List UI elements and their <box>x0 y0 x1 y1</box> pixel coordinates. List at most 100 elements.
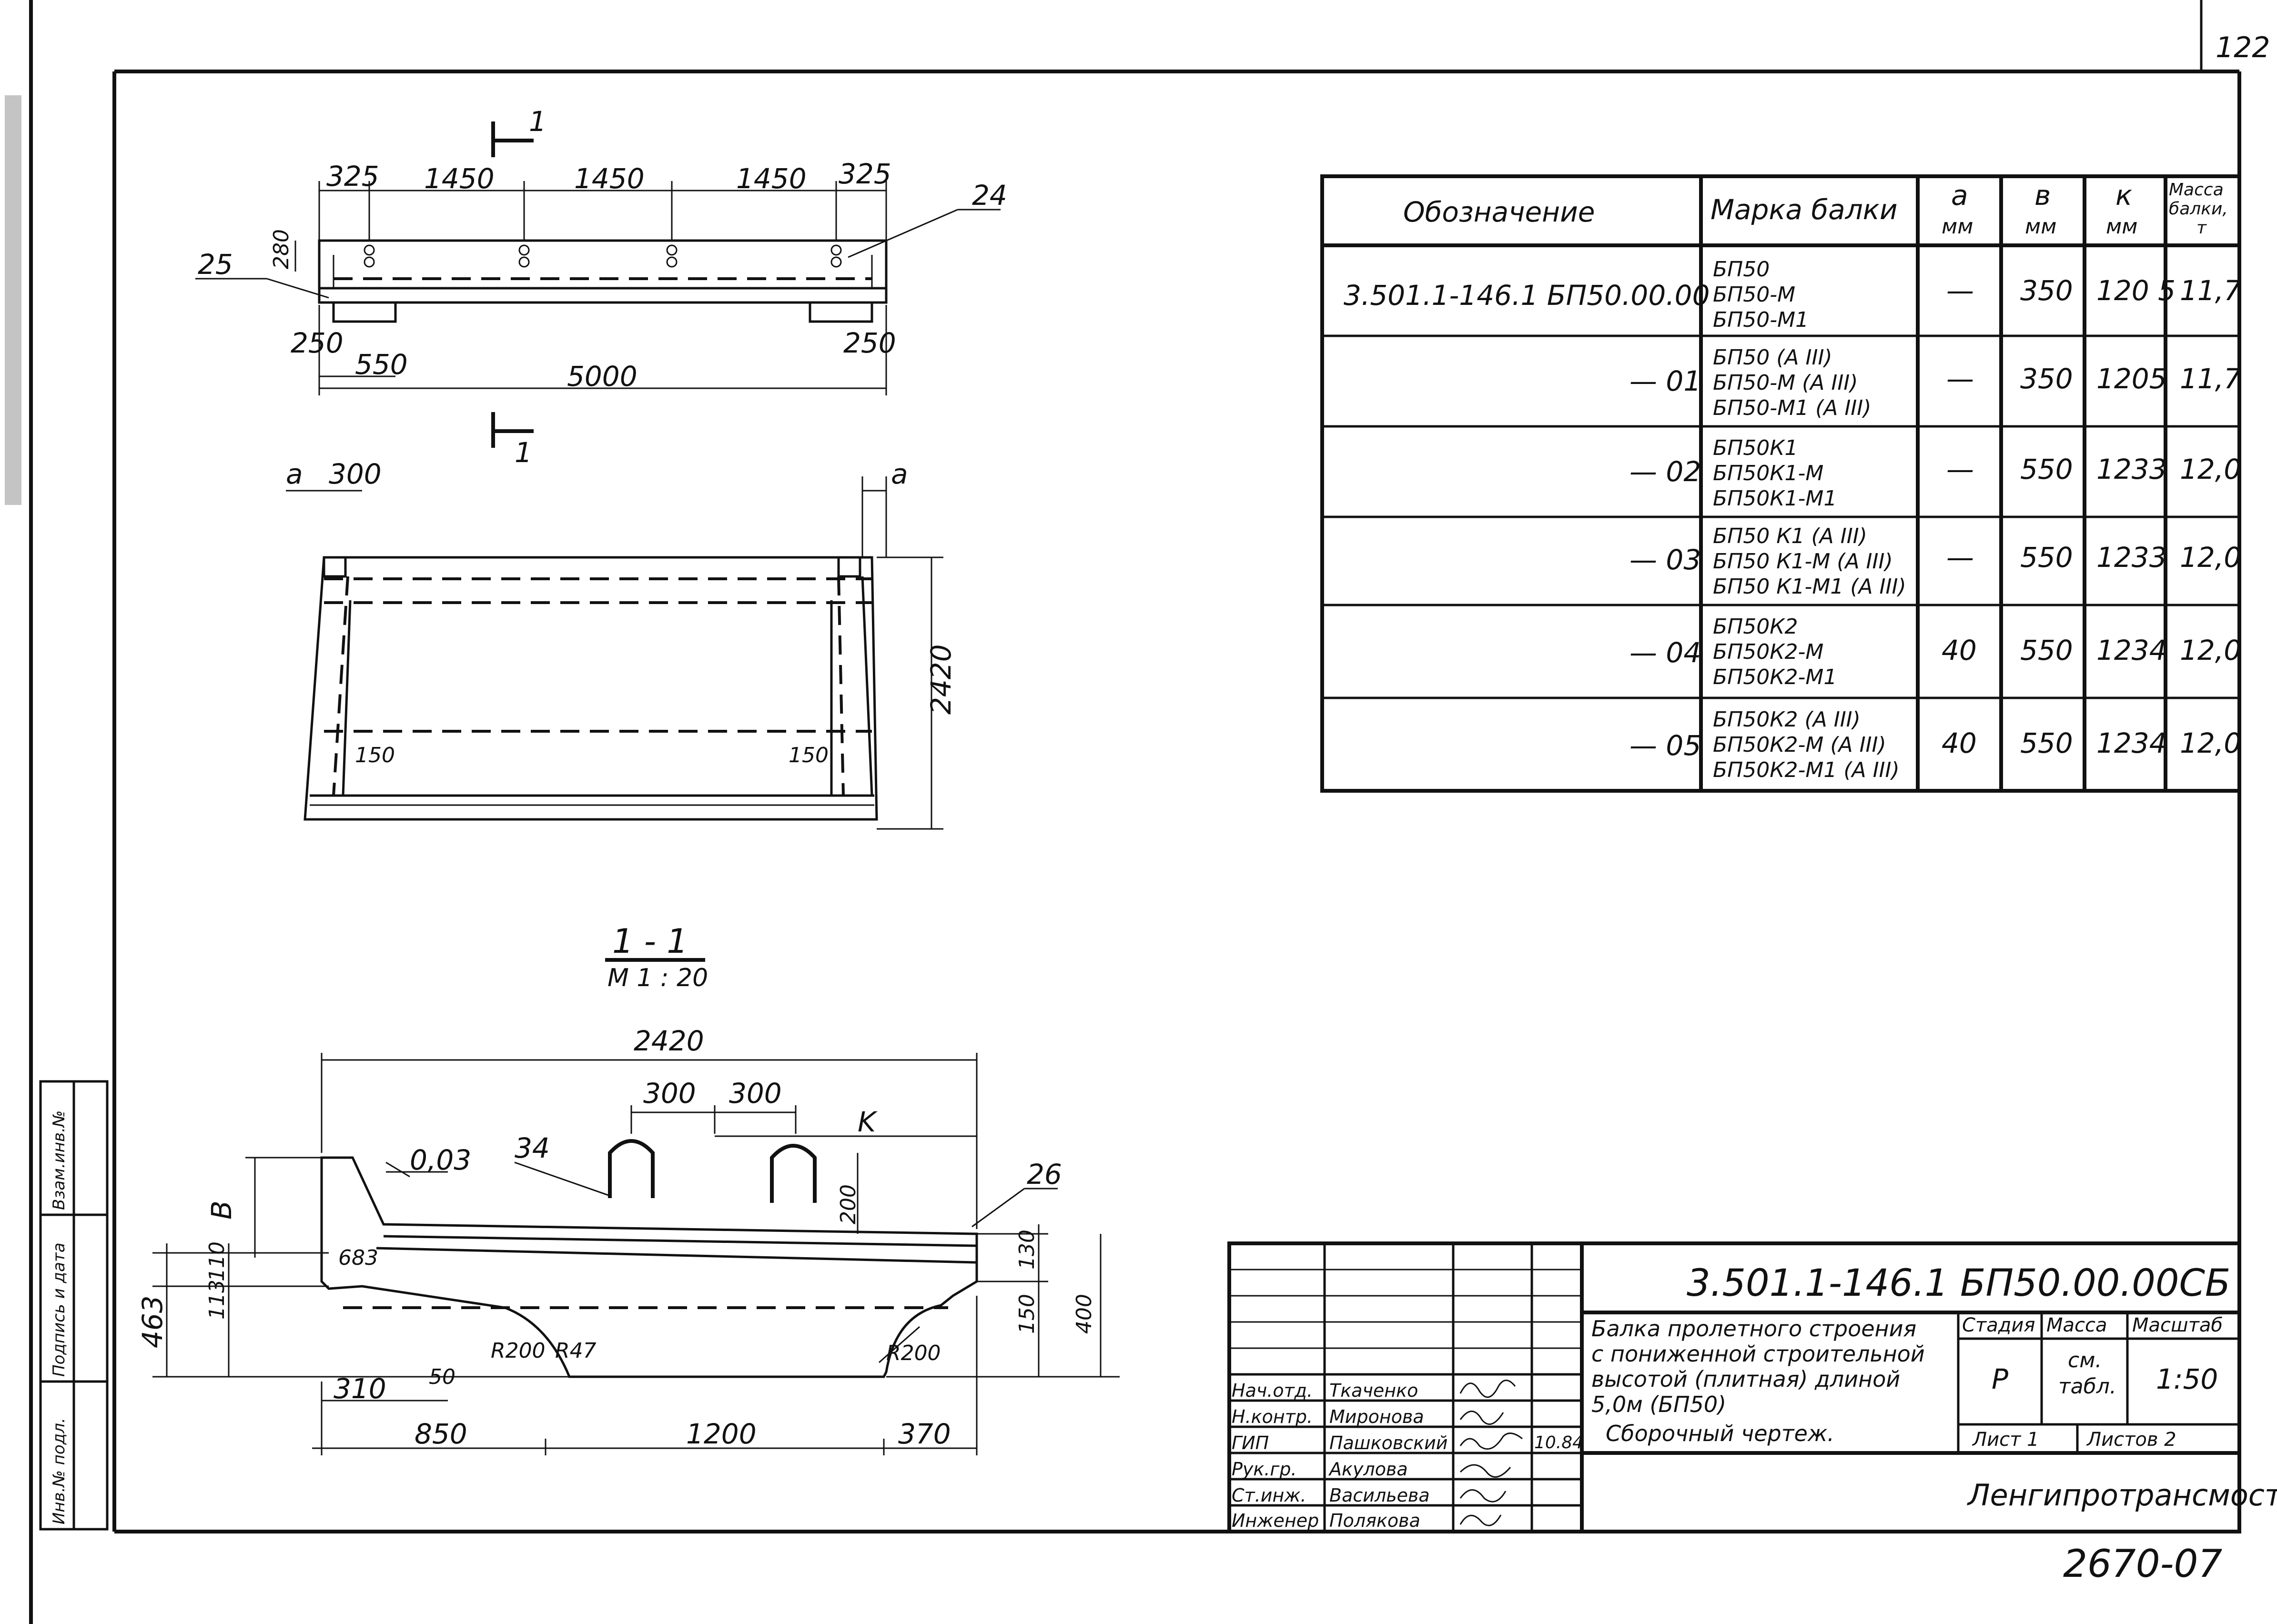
row3-mark-1: БП50К1 <box>1713 436 1798 460</box>
row1-k: 120 5 <box>2096 274 2176 307</box>
row2-a: — <box>1946 363 1974 395</box>
row2-mark-3: БП50-М1 (А III) <box>1713 396 1871 420</box>
row2-mark-2: БП50-М (А III) <box>1713 371 1858 395</box>
tb-role-6: Инженер <box>1232 1510 1319 1531</box>
th-k-unit: мм <box>2106 214 2137 239</box>
tb-sheet: Лист 1 <box>1972 1429 2039 1451</box>
sect-dim-850: 850 <box>415 1418 467 1450</box>
row3-designation: — 02 <box>1629 455 1701 488</box>
tb-role-5: Ст.инж. <box>1232 1485 1306 1506</box>
bottom-code: 2670-07 <box>2063 1542 2222 1586</box>
sect-radius-47: R47 <box>555 1339 597 1363</box>
side-stamp-cell-3: Взам.инв.№ <box>50 1110 69 1210</box>
sect-callout-26: 26 <box>1027 1158 1062 1190</box>
elevation-view: 325 1450 1450 1450 325 1 1 24 25 280 250… <box>195 105 1007 469</box>
row5-designation: — 04 <box>1629 636 1701 669</box>
side-stamp-cell-1: Инв.№ подл. <box>50 1418 69 1524</box>
sect-slope: 0,03 <box>410 1144 471 1176</box>
dim-325-right: 325 <box>839 158 891 190</box>
dim-length-5000: 5000 <box>567 360 638 393</box>
callout-24: 24 <box>972 179 1007 212</box>
tb-stage-header: Стадия <box>1962 1314 2035 1336</box>
side-stamp-cell-2: Подпись и дата <box>50 1242 69 1377</box>
tb-title-5: Сборочный чертеж. <box>1606 1421 1834 1446</box>
row4-mark-1: БП50 К1 (А III) <box>1713 524 1867 548</box>
row4-mark-2: БП50 К1-М (А III) <box>1713 549 1893 574</box>
section-marker-top: 1 <box>529 105 546 138</box>
row3-mark-3: БП50К1-М1 <box>1713 486 1837 511</box>
sect-dim-113: 113 <box>205 1280 229 1320</box>
tb-name-5: Васильева <box>1329 1485 1430 1506</box>
tb-name-3: Пашковский <box>1329 1432 1447 1453</box>
row2-designation: — 01 <box>1629 365 1701 397</box>
row1-mass: 11,7 <box>2180 274 2241 307</box>
tb-organization: Ленгипротрансмост <box>1967 1478 2277 1513</box>
plan-view: a 300 a 2420 150 150 <box>286 458 957 830</box>
sect-dim-2420: 2420 <box>634 1025 704 1057</box>
tb-role-4: Рук.гр. <box>1232 1459 1297 1480</box>
sect-dim-150: 150 <box>1015 1294 1039 1334</box>
row1-mark-3: БП50-М1 <box>1713 308 1809 332</box>
row3-a: — <box>1946 453 1974 485</box>
tb-role-2: Н.контр. <box>1232 1406 1313 1427</box>
th-a: а <box>1951 179 1968 212</box>
section-view: 1 - 1 M 1 : 20 2420 300 300 K B 0,03 34 <box>136 922 1120 1455</box>
row4-designation: — 03 <box>1629 544 1701 576</box>
row4-k: 1233 <box>2096 541 2167 574</box>
row6-k: 1234 <box>2096 727 2167 759</box>
tb-mass-2: табл. <box>2058 1374 2116 1399</box>
section-scale: M 1 : 20 <box>607 964 708 992</box>
dim-1450-3: 1450 <box>736 162 807 195</box>
tb-name-1: Ткаченко <box>1329 1380 1418 1401</box>
tb-title-3: высотой (плитная) длиной <box>1591 1366 1900 1392</box>
tb-title-4: 5,0м (БП50) <box>1591 1392 1726 1417</box>
sect-radius-200-right: R200 <box>886 1341 941 1365</box>
tb-name-4: Акулова <box>1328 1459 1408 1480</box>
sect-dim-k: K <box>858 1106 878 1138</box>
tb-mass-header: Масса <box>2046 1314 2107 1336</box>
tb-doc-code: 3.501.1-146.1 БП50.00.00СБ <box>1687 1262 2230 1305</box>
sect-dim-1200: 1200 <box>686 1418 757 1450</box>
tb-scale-header: Масштаб <box>2132 1314 2223 1336</box>
row5-a: 40 <box>1942 634 1977 666</box>
th-mark: Марка балки <box>1710 193 1898 226</box>
tb-mass-1: см. <box>2068 1348 2102 1372</box>
plan-dim-150-left: 150 <box>355 743 395 767</box>
plan-dim-150-right: 150 <box>789 743 829 767</box>
row5-mark-3: БП50К2-М1 <box>1713 665 1837 689</box>
row3-mass: 12,0 <box>2180 453 2241 485</box>
row6-b: 550 <box>2020 727 2073 759</box>
row1-designation: 3.501.1-146.1 БП50.00.00 <box>1344 279 1710 312</box>
dim-250-left: 250 <box>291 327 344 359</box>
row6-mark-3: БП50К2-М1 (А III) <box>1713 758 1900 782</box>
dim-325-left: 325 <box>326 160 379 192</box>
plan-dim-a-left: a <box>286 458 303 490</box>
th-b-unit: мм <box>2025 214 2056 239</box>
tb-scale: 1:50 <box>2156 1363 2218 1395</box>
sect-callout-34: 34 <box>515 1132 550 1164</box>
section-title: 1 - 1 <box>612 922 688 961</box>
row4-mark-3: БП50 К1-М1 (А III) <box>1713 575 1906 599</box>
dim-550: 550 <box>355 348 408 381</box>
row1-b: 350 <box>2020 274 2073 307</box>
th-b: в <box>2034 179 2051 212</box>
section-marker-bottom: 1 <box>515 436 532 469</box>
dim-250-right: 250 <box>843 327 896 359</box>
th-mass-1: Масса <box>2169 180 2224 200</box>
sect-dim-50: 50 <box>429 1365 455 1389</box>
row6-designation: — 05 <box>1629 729 1701 762</box>
tb-role-3: ГИП <box>1232 1432 1269 1453</box>
sect-dim-463: 463 <box>136 1295 169 1348</box>
sect-dim-370: 370 <box>898 1418 951 1450</box>
row6-a: 40 <box>1942 727 1977 759</box>
sect-dim-200: 200 <box>836 1184 860 1224</box>
sect-dim-683: 683 <box>338 1246 378 1270</box>
row5-mark-1: БП50К2 <box>1713 615 1798 639</box>
sect-radius-200-left: R200 <box>491 1339 546 1363</box>
tb-role-1: Нач.отд. <box>1232 1380 1313 1401</box>
dim-1450-2: 1450 <box>574 162 645 195</box>
row5-mass: 12,0 <box>2180 634 2241 666</box>
signature-scribbles <box>1459 1380 1523 1526</box>
sect-dim-110: 110 <box>205 1241 229 1281</box>
